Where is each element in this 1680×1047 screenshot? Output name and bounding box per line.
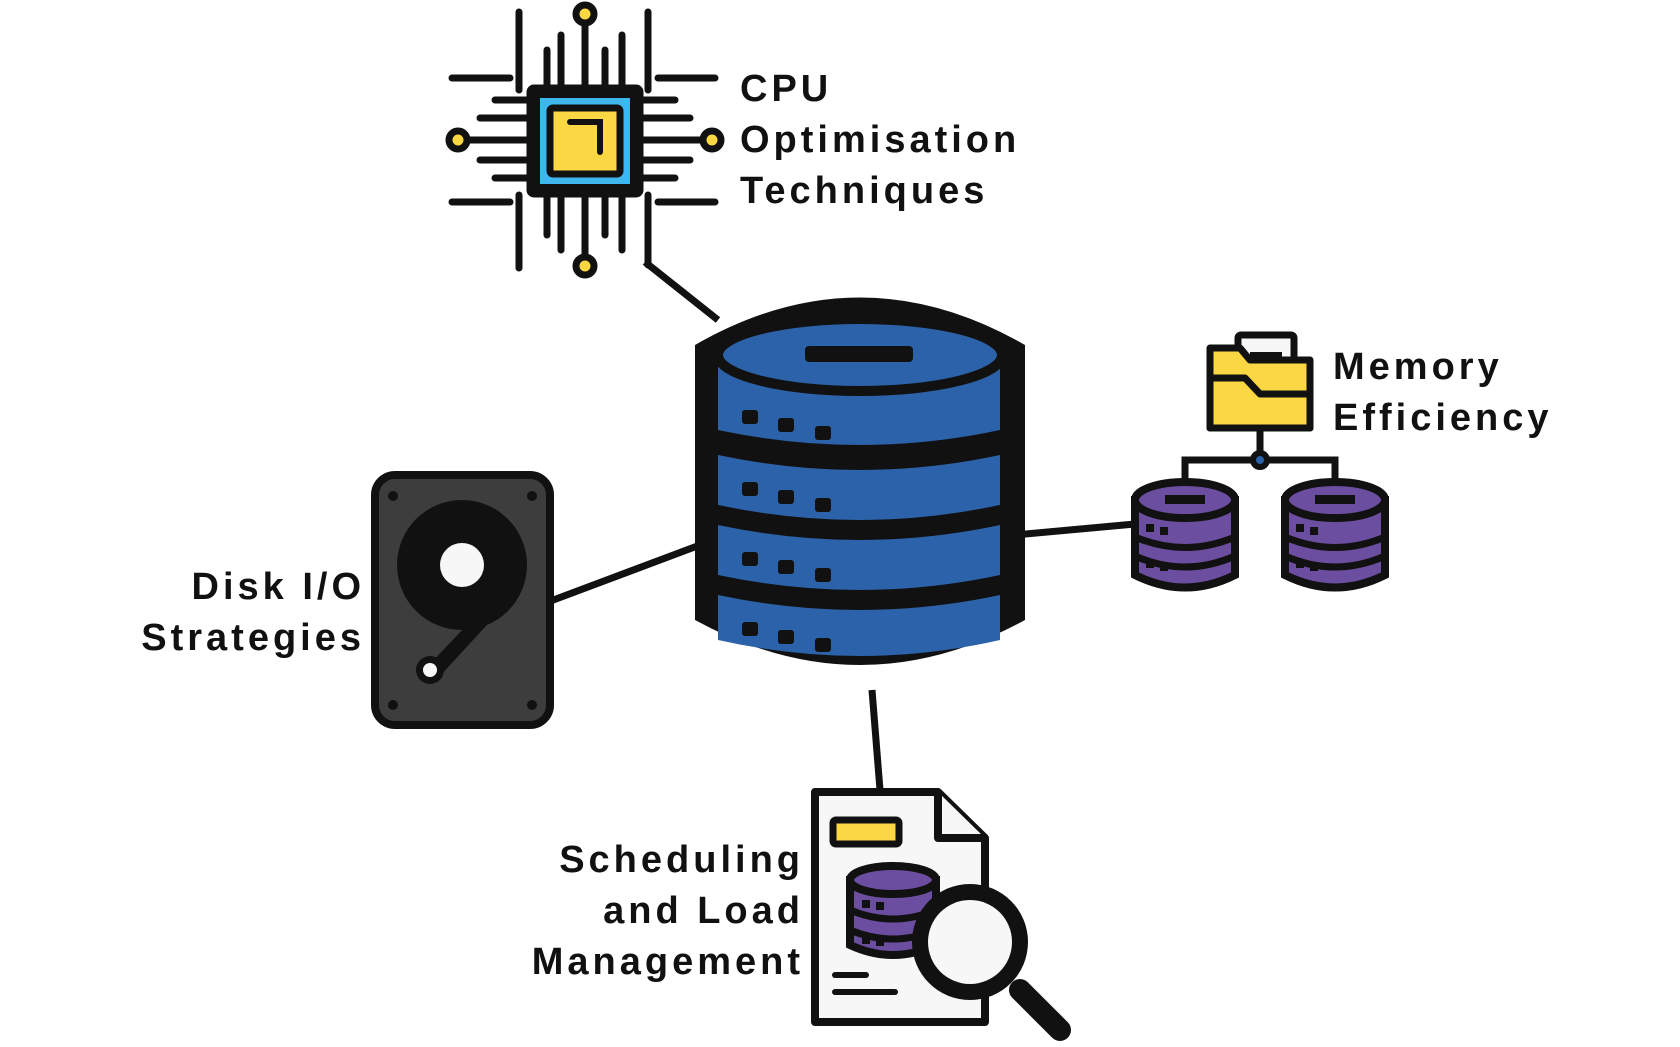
hard-disk-icon xyxy=(371,471,554,729)
cpu-label-line-3: Techniques xyxy=(740,170,989,212)
connectors xyxy=(546,259,1136,791)
cpu-label: CPU Optimisation Techniques xyxy=(740,64,1020,217)
disk-label-line-2: Strategies xyxy=(141,617,365,659)
server-right-icon xyxy=(1281,478,1389,592)
disk-label-line-1: Disk I/O xyxy=(191,566,365,608)
scheduling-label: Scheduling and Load Management xyxy=(532,835,804,988)
connector-memory xyxy=(1014,520,1136,539)
connector-cpu xyxy=(642,259,721,323)
scheduling-label-line-3: Management xyxy=(531,941,804,983)
cpu-chip-icon xyxy=(445,1,725,279)
scheduling-label-line-2: and Load xyxy=(603,890,804,932)
memory-label: Memory Efficiency xyxy=(1333,342,1553,444)
cpu-label-line-2: Optimisation xyxy=(740,119,1021,161)
database-icon xyxy=(695,297,1025,665)
folder-network-icon xyxy=(1131,331,1389,592)
scheduling-label-line-1: Scheduling xyxy=(559,839,804,881)
connector-disk xyxy=(546,541,702,606)
database-report-search-icon xyxy=(811,788,1071,1041)
memory-label-line-1: Memory xyxy=(1333,346,1503,388)
disk-label: Disk I/O Strategies xyxy=(141,562,365,664)
connector-scheduling xyxy=(868,689,884,791)
cpu-label-line-1: CPU xyxy=(740,68,833,110)
memory-label-line-2: Efficiency xyxy=(1333,397,1553,439)
server-left-icon xyxy=(1131,478,1239,592)
